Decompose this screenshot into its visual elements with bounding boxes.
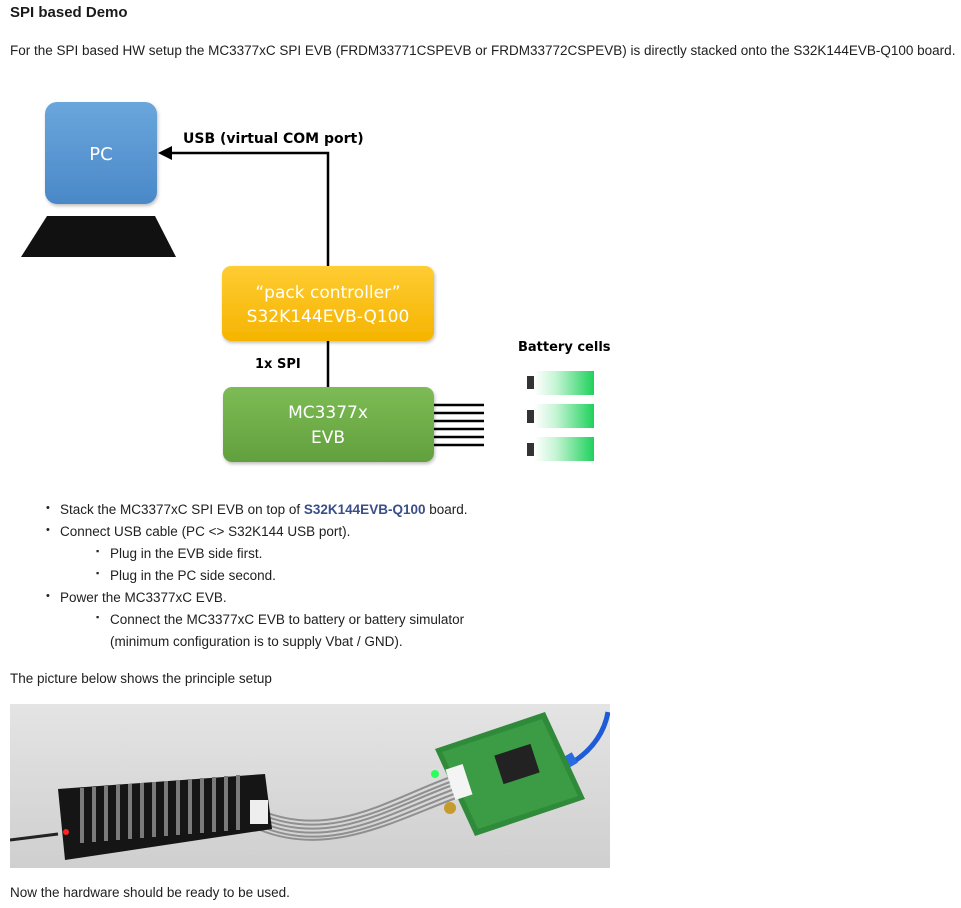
evb-sublabel: EVB xyxy=(311,428,345,448)
sub-bullet-square: ▪ xyxy=(96,612,100,622)
battery-cell-icon-3 xyxy=(527,437,594,461)
pack-controller-board: S32K144EVB-Q100 xyxy=(247,307,410,327)
battery-cell-icon-1 xyxy=(527,371,594,395)
list-item-stack: Stack the MC3377xC SPI EVB on top of S32… xyxy=(60,499,468,521)
usb-label: USB (virtual COM port) xyxy=(183,131,364,147)
battery-wires xyxy=(434,403,484,447)
pack-controller-label: “pack controller” xyxy=(255,283,400,303)
battery-cell-icon-2 xyxy=(527,404,594,428)
photo-caption: The picture below shows the principle se… xyxy=(10,671,272,686)
bullet-dot: • xyxy=(46,524,50,536)
list-item-text: board. xyxy=(425,502,468,517)
sub-bullet-square: ▪ xyxy=(96,568,100,578)
setup-diagram: PC USB (virtual COM port) “pack controll… xyxy=(21,102,611,462)
pc-icon xyxy=(21,102,176,257)
s32k144evb-link[interactable]: S32K144EVB-Q100 xyxy=(303,502,426,517)
pack-controller-box xyxy=(222,266,434,341)
battery-cells-label: Battery cells xyxy=(518,340,611,355)
sub-item-pc-second: Plug in the PC side second. xyxy=(110,568,276,583)
sub-item-battery-line2: (minimum configuration is to supply Vbat… xyxy=(110,634,403,649)
sub-bullet-square: ▪ xyxy=(96,546,100,556)
list-item-text: Stack the MC3377xC SPI EVB on top of xyxy=(60,502,304,517)
spi-label: 1x SPI xyxy=(255,357,301,372)
bullet-dot: • xyxy=(46,502,50,514)
list-item-power: Power the MC3377xC EVB. xyxy=(60,590,227,605)
list-item-usb: Connect USB cable (PC <> S32K144 USB por… xyxy=(60,524,351,539)
intro-paragraph: For the SPI based HW setup the MC3377xC … xyxy=(10,43,956,58)
sub-item-evb-first: Plug in the EVB side first. xyxy=(110,546,263,561)
evb-box xyxy=(223,387,434,462)
pc-label: PC xyxy=(89,144,112,165)
sub-item-battery-line1: Connect the MC3377xC EVB to battery or b… xyxy=(110,612,465,627)
bullet-dot: • xyxy=(46,590,50,602)
section-heading: SPI based Demo xyxy=(10,4,128,21)
hardware-setup-photo xyxy=(10,704,610,868)
usb-connection-arrow xyxy=(158,146,330,268)
closing-paragraph: Now the hardware should be ready to be u… xyxy=(10,885,290,900)
evb-label: MC3377x xyxy=(288,403,368,423)
